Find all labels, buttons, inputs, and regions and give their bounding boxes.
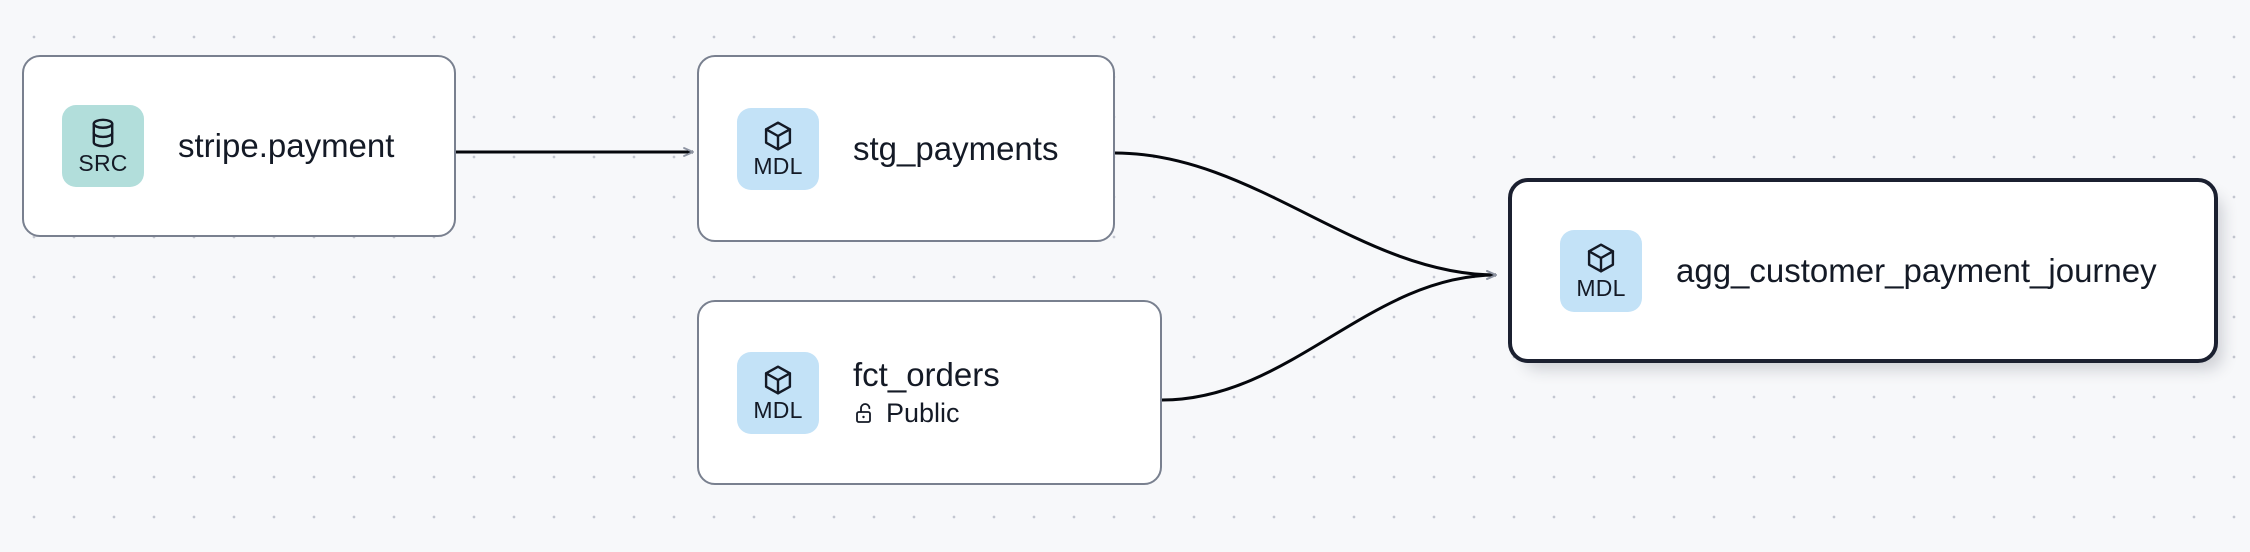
lineage-node-stg-payments[interactable]: MDL stg_payments	[697, 55, 1115, 242]
database-icon	[86, 116, 120, 150]
badge-label: SRC	[78, 150, 128, 176]
lineage-node-agg-customer-payment-journey[interactable]: MDL agg_customer_payment_journey	[1508, 178, 2218, 363]
node-type-badge-mdl: MDL	[737, 351, 819, 434]
node-title: fct_orders	[853, 356, 1000, 393]
node-visibility-label: Public	[886, 398, 960, 428]
edge-stg-to-agg	[1114, 151, 1497, 280]
cube-icon	[761, 363, 795, 397]
edge-fct-to-agg	[1161, 270, 1497, 402]
node-type-badge-src: SRC	[62, 105, 144, 187]
badge-label: MDL	[1576, 274, 1626, 301]
node-title: stg_payments	[853, 129, 1059, 167]
cube-icon	[761, 119, 795, 153]
node-text-block: fct_orders Public	[853, 356, 1000, 429]
node-text-block: stg_payments	[853, 130, 1058, 168]
node-type-badge-mdl: MDL	[737, 107, 819, 190]
node-type-badge-mdl: MDL	[1560, 229, 1642, 312]
unlock-icon	[853, 401, 877, 425]
lineage-node-fct-orders[interactable]: MDL fct_orders Public	[697, 300, 1162, 485]
node-title: stripe.payment	[178, 127, 395, 164]
badge-label: MDL	[753, 152, 803, 179]
node-title: agg_customer_payment_journey	[1676, 251, 2157, 289]
badge-label: MDL	[753, 396, 803, 423]
node-visibility: Public	[853, 397, 1000, 429]
lineage-node-stripe-payment[interactable]: SRC stripe.payment	[22, 55, 456, 237]
node-text-block: stripe.payment	[178, 127, 394, 165]
node-text-block: agg_customer_payment_journey	[1676, 252, 2157, 290]
cube-icon	[1584, 241, 1618, 275]
